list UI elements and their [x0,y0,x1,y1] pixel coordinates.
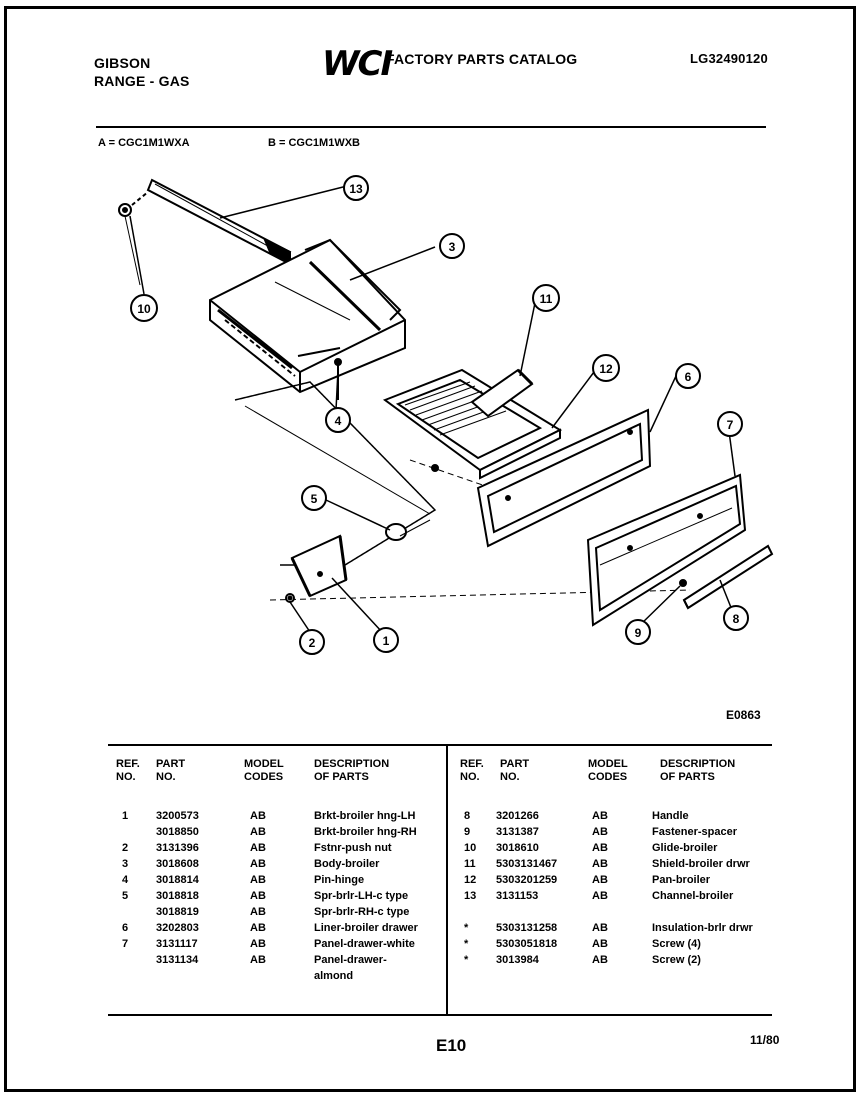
page-frame [4,6,856,1092]
brand-name: GIBSON [94,55,151,71]
callout-7-label: 7 [727,418,734,432]
document-number: LG32490120 [690,51,768,66]
header-ref-right: REF.NO. [460,758,484,783]
callout-4: 4 [325,407,351,433]
model-a-label: A = CGC1M1WXA [98,137,190,149]
callout-9-label: 9 [635,626,642,640]
header-ref: REF.NO. [116,758,140,783]
callout-5: 5 [301,485,327,511]
callout-8-label: 8 [733,612,740,626]
callout-5-label: 5 [311,492,318,506]
callout-2-label: 2 [309,636,316,650]
table-row [460,906,780,922]
panel-drawer-part [586,473,747,627]
product-line: RANGE - GAS [94,73,190,89]
model-b-label: B = CGC1M1WXB [268,137,360,149]
catalog-title: FACTORY PARTS CATALOG [386,51,578,67]
callout-11-label: 11 [540,292,553,306]
liner-broiler-drawer-part [476,408,652,548]
header-divider [96,126,766,128]
callout-leaders [129,185,736,633]
callout-12-label: 12 [599,362,613,376]
page-number: E10 [436,1036,467,1055]
callout-6: 6 [675,363,701,389]
callout-9: 9 [625,619,651,645]
broiler-hinge-bracket-part [290,534,348,598]
callout-3: 3 [439,233,465,259]
callout-3-label: 3 [449,240,456,254]
callout-1-label: 1 [383,634,390,648]
callout-6-label: 6 [685,370,692,384]
fastener-spacer-part [679,579,687,587]
glide-broiler-part [118,191,149,286]
callout-2: 2 [299,629,325,655]
wci-logo: WCI [322,44,393,84]
callout-8: 8 [723,605,749,631]
callout-10: 10 [130,294,158,322]
revision-date: 11/80 [750,1033,780,1047]
callout-10-label: 10 [137,302,151,316]
figure-id: E0863 [726,708,761,722]
callout-11: 11 [532,284,560,312]
exploded-parts-diagram: 13 3 10 11 12 6 7 4 5 2 1 9 8 [118,175,774,655]
callout-4-label: 4 [335,414,342,428]
table-column-divider [446,746,448,1014]
spring-broiler-part [385,519,431,541]
callout-1: 1 [373,627,399,653]
body-broiler-part [209,238,406,394]
broiler-pan-part [382,368,563,480]
callout-13: 13 [343,175,369,201]
table-row: almond [314,970,354,982]
channel-broiler-part [146,178,292,264]
callout-13-label: 13 [349,182,363,196]
push-nut-part [285,593,295,603]
callout-7: 7 [717,411,743,437]
brand-block: GIBSON RANGE - GAS [94,54,190,90]
handle-part [682,544,774,610]
callout-12: 12 [592,354,620,382]
